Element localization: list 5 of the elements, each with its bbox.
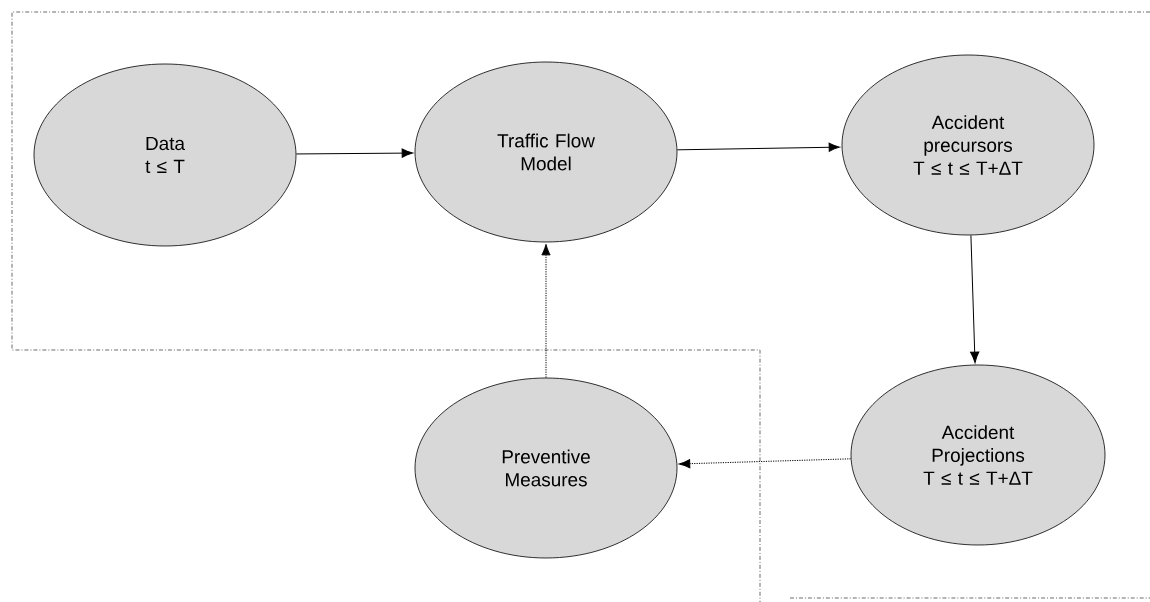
arrow [295,148,414,158]
arrow [970,234,980,364]
arrow [678,458,852,469]
arrow [676,142,841,152]
arrow [541,243,551,379]
